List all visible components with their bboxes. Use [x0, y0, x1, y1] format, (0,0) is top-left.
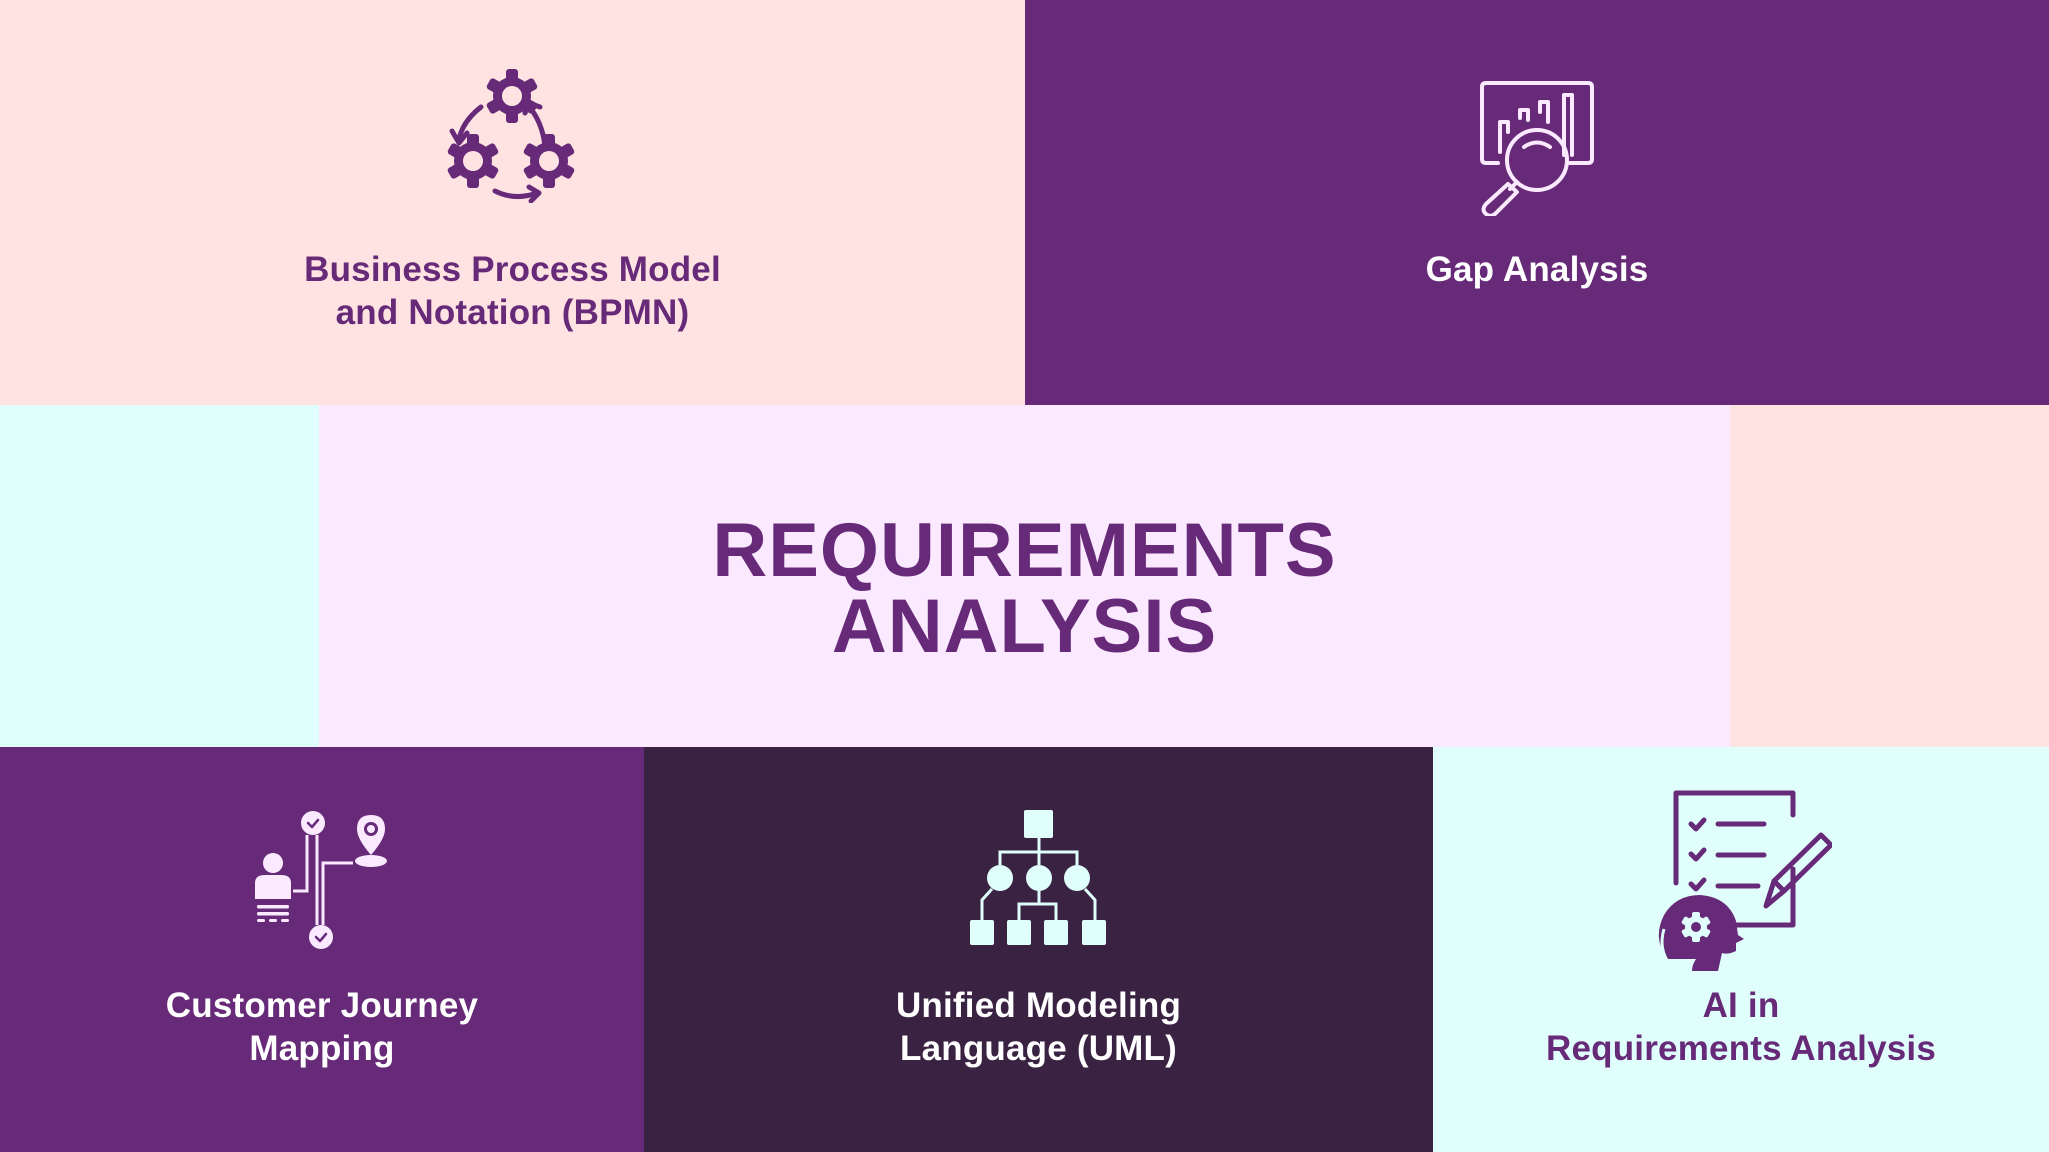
page-title-line1: REQUIREMENTS: [712, 508, 1337, 593]
card-ai-requirements-line2: Requirements Analysis: [1546, 1029, 1936, 1068]
page-title-line2: ANALYSIS: [831, 584, 1218, 669]
card-bpmn-label: Business Process Model and Notation (BPM…: [0, 248, 1025, 334]
card-gap-analysis-label: Gap Analysis: [1025, 248, 2049, 291]
card-customer-journey-line2: Mapping: [249, 1029, 395, 1068]
card-gap-analysis-line1: Gap Analysis: [1425, 250, 1649, 289]
hierarchy-diagram-icon: [970, 810, 1106, 945]
title-panel: REQUIREMENTS ANALYSIS: [319, 405, 1730, 747]
card-uml-label: Unified Modeling Language (UML): [644, 984, 1433, 1070]
card-uml-line1: Unified Modeling: [895, 986, 1182, 1025]
card-bpmn-line2: and Notation (BPMN): [335, 293, 690, 332]
checklist-ai-head-icon: [1658, 790, 1832, 971]
gears-cycle-icon: [446, 69, 576, 203]
card-ai-requirements-line1: AI in: [1702, 986, 1780, 1025]
card-gap-analysis: Gap Analysis: [1025, 0, 2049, 405]
card-bpmn: Business Process Model and Notation (BPM…: [0, 0, 1025, 405]
chart-magnifier-icon: [1480, 81, 1594, 216]
pink-accent-strip: [1730, 405, 2049, 747]
card-ai-requirements-label: AI in Requirements Analysis: [1433, 984, 2049, 1070]
card-uml-line2: Language (UML): [900, 1029, 1177, 1068]
customer-journey-icon: [255, 811, 387, 949]
page-title: REQUIREMENTS ANALYSIS: [319, 513, 1730, 665]
card-customer-journey: Customer Journey Mapping: [0, 747, 644, 1152]
mint-accent-strip: [0, 405, 319, 747]
card-customer-journey-label: Customer Journey Mapping: [0, 984, 644, 1070]
card-uml: Unified Modeling Language (UML): [644, 747, 1433, 1152]
card-customer-journey-line1: Customer Journey: [165, 986, 479, 1025]
card-ai-requirements: AI in Requirements Analysis: [1433, 747, 2049, 1152]
card-bpmn-line1: Business Process Model: [304, 250, 721, 289]
